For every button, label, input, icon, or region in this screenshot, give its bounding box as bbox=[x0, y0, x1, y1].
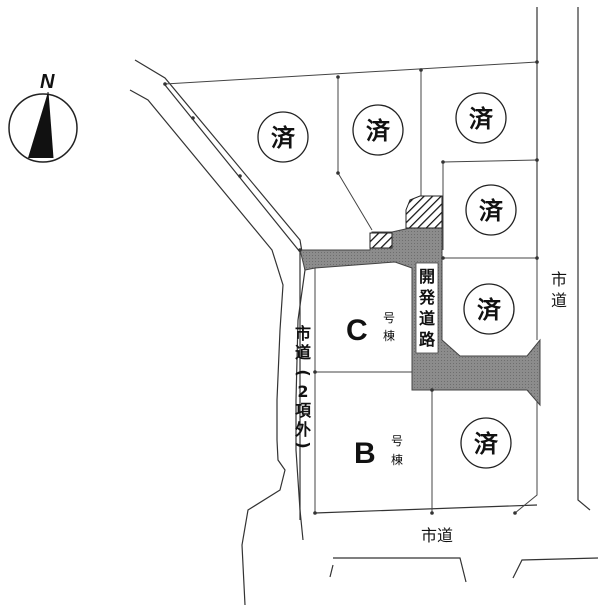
lot-b-letter: B bbox=[354, 437, 376, 470]
sold-lot-6: 済 bbox=[460, 417, 512, 469]
road-boundaries bbox=[129, 7, 598, 606]
dev-road-char-1: 開 bbox=[419, 267, 435, 286]
sold-lot-1: 済 bbox=[257, 111, 309, 163]
sold-lot-5: 済 bbox=[463, 283, 515, 335]
sold-lot-3: 済 bbox=[455, 92, 507, 144]
hatched-area-1 bbox=[369, 232, 393, 249]
lot-c-suffix-1: 号 bbox=[383, 311, 395, 325]
sold-label: 済 bbox=[474, 430, 499, 458]
lot-c-letter: C bbox=[346, 314, 368, 347]
sold-label: 済 bbox=[479, 197, 504, 225]
sold-label: 済 bbox=[469, 105, 494, 133]
city-road-left-char-5: 項 bbox=[295, 401, 312, 420]
survey-points bbox=[163, 60, 539, 515]
lot-c-suffix-2: 棟 bbox=[383, 328, 395, 343]
city-road-left-char-6: 外 bbox=[294, 420, 311, 439]
city-road-left-label: 市 道 ( 2 項 外 ) bbox=[294, 324, 313, 449]
city-road-bottom-label: 市道 bbox=[421, 526, 453, 545]
lot-c: C 号 棟 bbox=[346, 311, 395, 347]
city-road-left-char-7: ) bbox=[294, 441, 313, 448]
lot-b-suffix-2: 棟 bbox=[391, 452, 403, 467]
city-road-left-char-3: ( bbox=[294, 369, 313, 376]
city-road-right-label: 市 道 bbox=[551, 270, 567, 310]
compass-circle-icon bbox=[8, 93, 78, 163]
compass: N bbox=[8, 71, 78, 163]
dev-road-char-2: 発 bbox=[418, 288, 436, 307]
sold-label: 済 bbox=[366, 117, 391, 145]
city-road-left-char-1: 市 bbox=[295, 324, 311, 343]
sold-label: 済 bbox=[271, 124, 296, 152]
city-road-left-char-2: 道 bbox=[295, 343, 311, 362]
city-road-right-char-2: 道 bbox=[551, 291, 567, 310]
north-arrow-icon bbox=[28, 92, 53, 158]
development-road-label: 開 発 道 路 bbox=[415, 262, 439, 354]
dev-road-char-4: 路 bbox=[419, 330, 436, 349]
hatched-area-2 bbox=[405, 195, 443, 229]
sold-label: 済 bbox=[477, 296, 502, 324]
city-road-left-char-4: 2 bbox=[297, 382, 308, 401]
dev-road-char-3: 道 bbox=[419, 309, 435, 328]
north-label: N bbox=[40, 71, 55, 93]
sold-lot-2: 済 bbox=[352, 104, 404, 156]
sold-lot-4: 済 bbox=[465, 184, 517, 236]
lot-b-suffix-1: 号 bbox=[391, 434, 403, 448]
city-road-right-char-1: 市 bbox=[551, 270, 567, 289]
lot-b: B 号 棟 bbox=[354, 434, 403, 470]
